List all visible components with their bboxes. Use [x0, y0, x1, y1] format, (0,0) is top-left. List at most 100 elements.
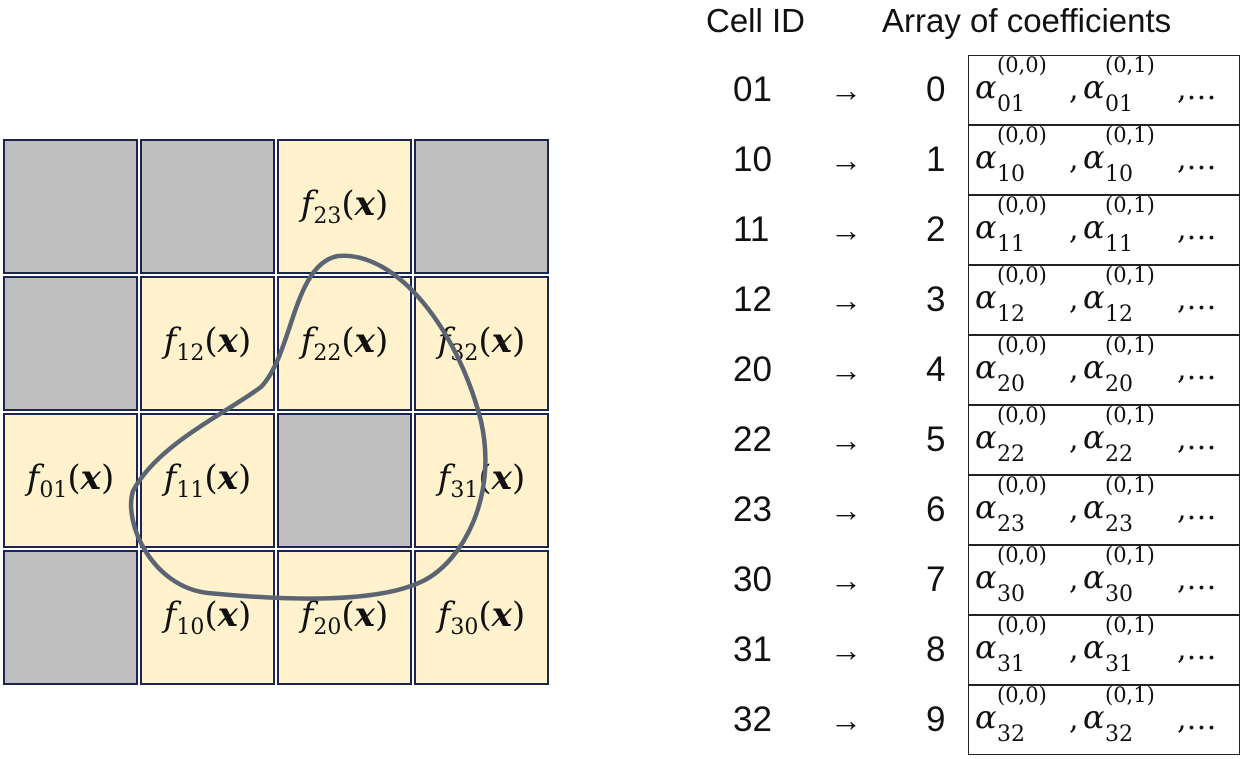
- coefficient-array-cell: α (0,0) 11 , α (0,1) 11 ,…: [968, 195, 1240, 265]
- coef-superscript: (0,0): [997, 615, 1047, 637]
- coef-ellipsis: ,…: [1177, 212, 1217, 247]
- alpha-symbol: α: [1083, 558, 1105, 596]
- coef-separator: ,: [1069, 282, 1079, 317]
- table-row: 30 → 7 α (0,0) 30 , α (0,1) 30 ,…: [0, 545, 1255, 615]
- table-row: 11 → 2 α (0,0) 11 , α (0,1) 11 ,…: [0, 195, 1255, 265]
- coef-separator: ,: [1069, 352, 1079, 387]
- coefficient-array-cell: α (0,0) 30 , α (0,1) 30 ,…: [968, 545, 1240, 615]
- header-cell-id: Cell ID: [706, 2, 806, 39]
- coef-superscript: (0,0): [997, 335, 1047, 357]
- coef-subscript: 32: [997, 722, 1025, 747]
- arrow-icon: →: [830, 72, 862, 108]
- arrow-icon: →: [830, 352, 862, 388]
- coef-subscript: 20: [997, 372, 1025, 397]
- coef-separator: ,: [1069, 422, 1079, 457]
- coef-ellipsis: ,…: [1177, 562, 1217, 597]
- alpha-symbol: α: [975, 418, 997, 456]
- cell-id: 12: [733, 280, 772, 319]
- alpha-symbol: α: [1083, 138, 1105, 176]
- coef-subscript: 31: [1105, 652, 1133, 677]
- coef-subscript: 23: [997, 512, 1025, 537]
- arrow-icon: →: [830, 702, 862, 738]
- coef-separator: ,: [1069, 562, 1079, 597]
- coef-superscript: (0,0): [997, 545, 1047, 567]
- coef-subscript: 10: [1105, 162, 1133, 187]
- basis-function-label: f10(x): [163, 595, 252, 640]
- coef-subscript: 30: [1105, 582, 1133, 607]
- coef-subscript: 10: [997, 162, 1025, 187]
- grid-cell-inactive: [3, 550, 138, 685]
- table-row: 01 → 0 α (0,0) 01 , α (0,1) 01 ,…: [0, 55, 1255, 125]
- coefficient-array-cell: α (0,0) 23 , α (0,1) 23 ,…: [968, 475, 1240, 545]
- array-index: 1: [926, 140, 946, 179]
- coef-superscript: (0,1): [1105, 475, 1155, 497]
- coef-superscript: (0,0): [997, 685, 1047, 707]
- coef-subscript: 31: [997, 652, 1025, 677]
- table-row: 22 → 5 α (0,0) 22 , α (0,1) 22 ,…: [0, 405, 1255, 475]
- alpha-symbol: α: [1083, 698, 1105, 736]
- coefficient-array-cell: α (0,0) 10 , α (0,1) 10 ,…: [968, 125, 1240, 195]
- coef-separator: ,: [1069, 72, 1079, 107]
- coef-ellipsis: ,…: [1177, 142, 1217, 177]
- grid-cell-inactive: [414, 139, 549, 274]
- coef-subscript: 12: [997, 302, 1025, 327]
- arrow-icon: →: [830, 632, 862, 668]
- alpha-symbol: α: [975, 68, 997, 106]
- coef-separator: ,: [1069, 212, 1079, 247]
- coefficient-array-cell: α (0,0) 31 , α (0,1) 31 ,…: [968, 615, 1240, 685]
- arrow-icon: →: [830, 492, 862, 528]
- coef-ellipsis: ,…: [1177, 492, 1217, 527]
- array-index: 9: [926, 700, 946, 739]
- table-row: 20 → 4 α (0,0) 20 , α (0,1) 20 ,…: [0, 335, 1255, 405]
- coef-superscript: (0,1): [1105, 195, 1155, 217]
- coef-superscript: (0,1): [1105, 615, 1155, 637]
- array-index: 3: [926, 280, 946, 319]
- alpha-symbol: α: [975, 348, 997, 386]
- alpha-symbol: α: [1083, 418, 1105, 456]
- arrow-icon: →: [830, 282, 862, 318]
- coef-subscript: 11: [997, 232, 1025, 257]
- alpha-symbol: α: [1083, 628, 1105, 666]
- coef-subscript: 23: [1105, 512, 1133, 537]
- array-index: 6: [926, 490, 946, 529]
- coef-subscript: 22: [1105, 442, 1133, 467]
- coef-superscript: (0,0): [997, 125, 1047, 147]
- coef-subscript: 22: [997, 442, 1025, 467]
- array-index: 7: [926, 560, 946, 599]
- coefficient-array-cell: α (0,0) 01 , α (0,1) 01 ,…: [968, 55, 1240, 125]
- coef-subscript: 01: [1105, 92, 1133, 117]
- coef-subscript: 11: [1105, 232, 1133, 257]
- cell-id: 10: [733, 140, 772, 179]
- coef-separator: ,: [1069, 702, 1079, 737]
- grid-cell-inactive: [140, 139, 275, 274]
- alpha-symbol: α: [975, 698, 997, 736]
- coefficient-array-cell: α (0,0) 32 , α (0,1) 32 ,…: [968, 685, 1240, 755]
- basis-function-label: f20(x): [300, 595, 389, 640]
- alpha-symbol: α: [1083, 278, 1105, 316]
- alpha-symbol: α: [975, 278, 997, 316]
- grid-cell-inactive: [3, 139, 138, 274]
- alpha-symbol: α: [1083, 68, 1105, 106]
- basis-function-label: f01(x): [26, 458, 115, 503]
- table-row: 31 → 8 α (0,0) 31 , α (0,1) 31 ,…: [0, 615, 1255, 685]
- cell-id: 30: [733, 560, 772, 599]
- coef-ellipsis: ,…: [1177, 352, 1217, 387]
- cell-id: 32: [733, 700, 772, 739]
- coef-subscript: 01: [997, 92, 1025, 117]
- alpha-symbol: α: [975, 208, 997, 246]
- coefficient-array-cell: α (0,0) 22 , α (0,1) 22 ,…: [968, 405, 1240, 475]
- coef-ellipsis: ,…: [1177, 702, 1217, 737]
- coef-superscript: (0,1): [1105, 545, 1155, 567]
- coef-superscript: (0,1): [1105, 405, 1155, 427]
- coef-superscript: (0,0): [997, 265, 1047, 287]
- alpha-symbol: α: [1083, 488, 1105, 526]
- coef-superscript: (0,1): [1105, 685, 1155, 707]
- coef-ellipsis: ,…: [1177, 422, 1217, 457]
- cell-id: 31: [733, 630, 772, 669]
- coef-subscript: 12: [1105, 302, 1133, 327]
- basis-function-label: f23(x): [300, 184, 389, 229]
- array-index: 4: [926, 350, 946, 389]
- table-row: 32 → 9 α (0,0) 32 , α (0,1) 32 ,…: [0, 685, 1255, 755]
- arrow-icon: →: [830, 212, 862, 248]
- coef-superscript: (0,1): [1105, 125, 1155, 147]
